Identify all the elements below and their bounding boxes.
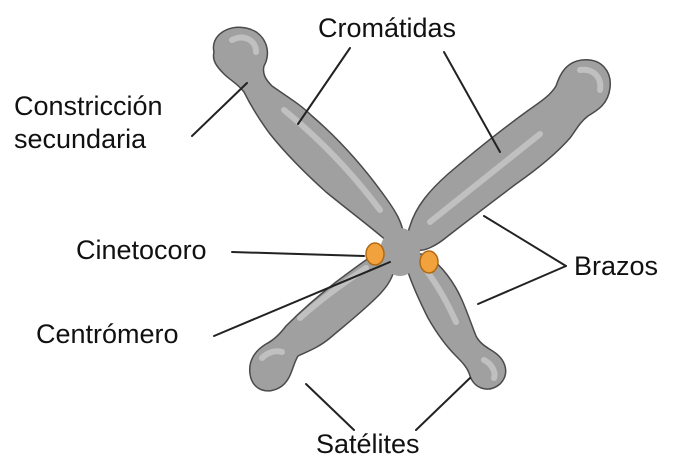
arm-lower-left: [250, 250, 394, 390]
leader-cromatidas-left: [298, 48, 350, 124]
leader-satelites-left: [306, 384, 354, 430]
label-cromatidas: Cromátidas: [318, 12, 456, 45]
label-constriccion-line1: Constricción: [14, 90, 163, 123]
label-constriccion-secundaria: Constricción secundaria: [14, 90, 163, 156]
label-centromero: Centrómero: [36, 318, 179, 351]
kinetochore-left: [366, 243, 384, 265]
leader-brazos-lower: [478, 266, 566, 304]
chromatid-upper-left: [213, 27, 404, 244]
label-brazos: Brazos: [574, 250, 658, 283]
leader-cinetocoro: [232, 252, 364, 256]
centromere-region: [380, 228, 420, 276]
label-satelites: Satélites: [316, 428, 420, 459]
chromatid-lower-right: [407, 254, 506, 389]
chromatid-upper-right: [408, 60, 610, 251]
leader-constriccion: [192, 83, 247, 136]
leader-brazos-upper: [484, 216, 566, 266]
chromatid-lower-left: [250, 250, 394, 390]
leader-satelites-right: [416, 378, 470, 430]
label-constriccion-line2: secundaria: [14, 123, 163, 156]
arm-upper-left: [213, 27, 404, 244]
leader-cromatidas-right: [444, 52, 500, 152]
kinetochore-right: [420, 251, 438, 273]
label-cinetocoro: Cinetocoro: [76, 234, 207, 267]
